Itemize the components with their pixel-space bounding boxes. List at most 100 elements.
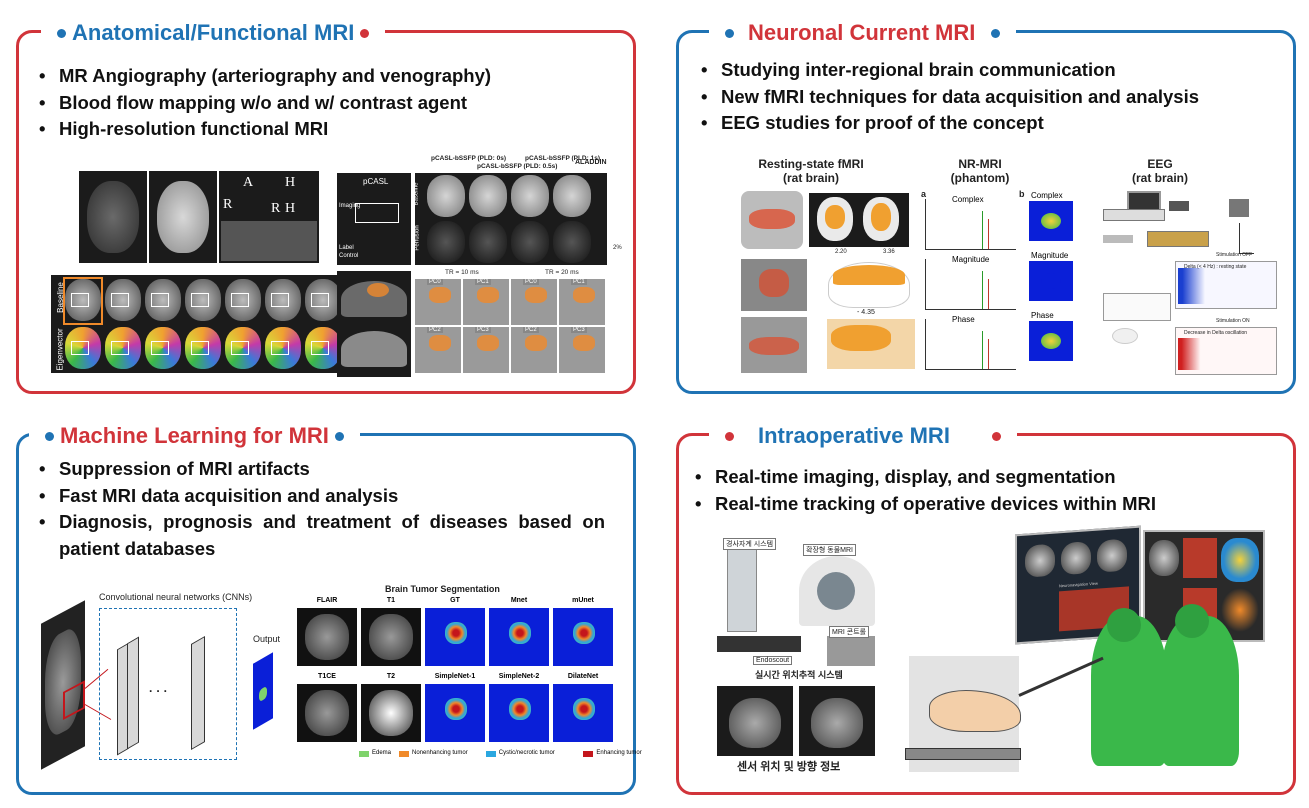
fmri-baseline-slice — [265, 279, 301, 321]
row-label: Perfusion — [414, 225, 421, 251]
bullet-item: New fMRI techniques for data acquisition… — [699, 84, 1199, 111]
title-dot-left — [725, 431, 734, 441]
fmri-eigenvector-slice — [305, 327, 341, 369]
nr-map: Phase — [1029, 311, 1073, 361]
screen-title: Neuronavigation View — [1059, 580, 1098, 589]
title-dot-right — [991, 28, 1001, 38]
slice-coord: 2.20 — [835, 249, 847, 255]
cnn-diagram: Convolutional neural networks (CNNs) · ·… — [39, 592, 280, 770]
legend-label: Nonenhancing tumor — [412, 750, 468, 756]
column-header: pCASL-bSSFP (PLD: 1s) — [525, 155, 600, 162]
fmri-eigenvector-slice — [145, 327, 181, 369]
seg-title: Brain Tumor Segmentation — [385, 584, 500, 594]
slice-coord: - 4.35 — [857, 309, 875, 316]
column-title: Resting-state fMRI(rat brain) — [758, 157, 864, 185]
fmri-baseline-slice — [145, 279, 181, 321]
bullet-list: MR Angiography (arteriography and venogr… — [37, 63, 491, 143]
panel-intraoperative-mri: Intraoperative MRI Real-time imaging, di… — [676, 419, 1296, 795]
title-dot-right — [991, 431, 1001, 441]
plot-title: Phase — [952, 315, 975, 324]
segmentation-map: GT — [425, 597, 485, 666]
angio-label: H — [285, 175, 296, 190]
pc-map: PC3 — [559, 327, 605, 373]
angio-image-3: A R H R H — [219, 171, 319, 263]
pc-label: PC3 — [475, 327, 491, 333]
sensor-caption: 센서 위치 및 방향 정보 — [737, 761, 841, 773]
mri-slice: T1 — [361, 597, 421, 666]
bullet-item: Fast MRI data acquisition and analysis — [37, 483, 605, 510]
angio-label: R — [271, 201, 281, 216]
seg-label: FLAIR — [316, 597, 338, 604]
device-label: 확장형 동물MRI — [803, 544, 856, 556]
pcasl-label: Label — [339, 245, 354, 251]
spectrum-plot: Magnitude — [925, 255, 1016, 310]
panel-title-ml: Machine Learning for MRI — [29, 419, 360, 453]
pc-label: PC2 — [427, 327, 443, 333]
panel-machine-learning-mri: Machine Learning for MRI Suppression of … — [16, 419, 642, 795]
fmri-eigenvector-slice — [185, 327, 221, 369]
fmri-eigenvector-slice — [265, 327, 301, 369]
seg-label: DilateNet — [567, 673, 599, 680]
mri-slice: T2 — [361, 673, 421, 742]
tracking-system-figure: 경사자계 시스템 확장형 동물MRI MRI 콘트롤 Endoscout 실시간… — [715, 532, 883, 680]
pc-map: PC3 — [463, 327, 509, 373]
seg-label: T1 — [386, 597, 396, 604]
column-header: pCASL-bSSFP (PLD: 0.5s) — [477, 163, 558, 170]
seg-label: Mnet — [510, 597, 528, 604]
pc-label: PC3 — [571, 327, 587, 333]
device-label: Endoscout — [753, 656, 793, 665]
legend-swatch — [485, 751, 496, 757]
panel-title-text: Intraoperative MRI — [758, 423, 950, 448]
row-label: Baseline — [413, 182, 420, 206]
legend-swatch — [583, 751, 594, 757]
bullet-item: High-resolution functional MRI — [37, 116, 491, 143]
angio-label: R — [223, 197, 233, 212]
bullet-item: Suppression of MRI artifacts — [37, 456, 605, 483]
cnn-box — [99, 608, 237, 760]
segmentation-map: SimpleNet-1 — [425, 673, 485, 742]
mri-slice: FLAIR — [297, 597, 357, 666]
mri-slice: T1CE — [297, 673, 357, 742]
panel-neuronal-current-mri: Neuronal Current MRI Studying inter-regi… — [676, 16, 1296, 394]
column-header: pCASL-bSSFP (PLD: 0s) — [431, 155, 506, 162]
tr-label: TR = 10 ms — [445, 269, 479, 276]
perfusion-slice — [427, 221, 465, 263]
pc-map: PC1 — [559, 279, 605, 325]
panel-letter: a — [921, 189, 927, 199]
seg-label: SimpleNet-1 — [434, 673, 476, 680]
fmri-baseline-slice — [105, 279, 141, 321]
pcasl-figure: pCASL Imaging Label Control pCASL-bSSFP … — [337, 155, 622, 267]
pcasl-sagittal-image: pCASL Imaging Label Control — [337, 173, 411, 265]
scale-max: 2% — [613, 245, 622, 251]
title-dot-left — [57, 28, 66, 38]
bullet-item: Real-time tracking of operative devices … — [693, 491, 1156, 518]
device-label: MRI 콘트롤 — [829, 626, 870, 638]
bullet-list: Studying inter-regional brain communicat… — [699, 57, 1199, 137]
pcasl-title: pCASL — [363, 177, 389, 186]
seg-label: SimpleNet-2 — [498, 673, 540, 680]
pc-map: PC0 — [511, 279, 557, 325]
rs-fmri-figure: 2.20 3.36 - 4.35 — [739, 189, 917, 377]
angio-image-2 — [149, 171, 217, 263]
legend-label: Enhancing tumor — [596, 750, 642, 756]
fmri-baseline-slice — [225, 279, 261, 321]
baseline-slice — [511, 175, 549, 217]
delta-label: Delta (< 4 Hz) : resting state — [1184, 264, 1247, 270]
pc-label: PC1 — [571, 279, 587, 285]
bullet-item: EEG studies for proof of the concept — [699, 110, 1199, 137]
surgery-scene — [905, 604, 1289, 776]
bullet-list: Real-time imaging, display, and segmenta… — [693, 464, 1156, 517]
segmentation-map: Mnet — [489, 597, 549, 666]
fmri-eigenvector-slice — [225, 327, 261, 369]
panel-letter: b — [1019, 189, 1025, 199]
bullet-list: Suppression of MRI artifacts Fast MRI da… — [37, 456, 605, 562]
pc-label: PC2 — [523, 327, 539, 333]
tr-label: TR = 20 ms — [545, 269, 579, 276]
title-dot-right — [360, 28, 370, 38]
baseline-slice — [469, 175, 507, 217]
column-title: EEG(rat brain) — [1131, 157, 1188, 185]
legend-swatch — [359, 751, 369, 757]
fmri-eigenvector-slice — [65, 327, 101, 369]
